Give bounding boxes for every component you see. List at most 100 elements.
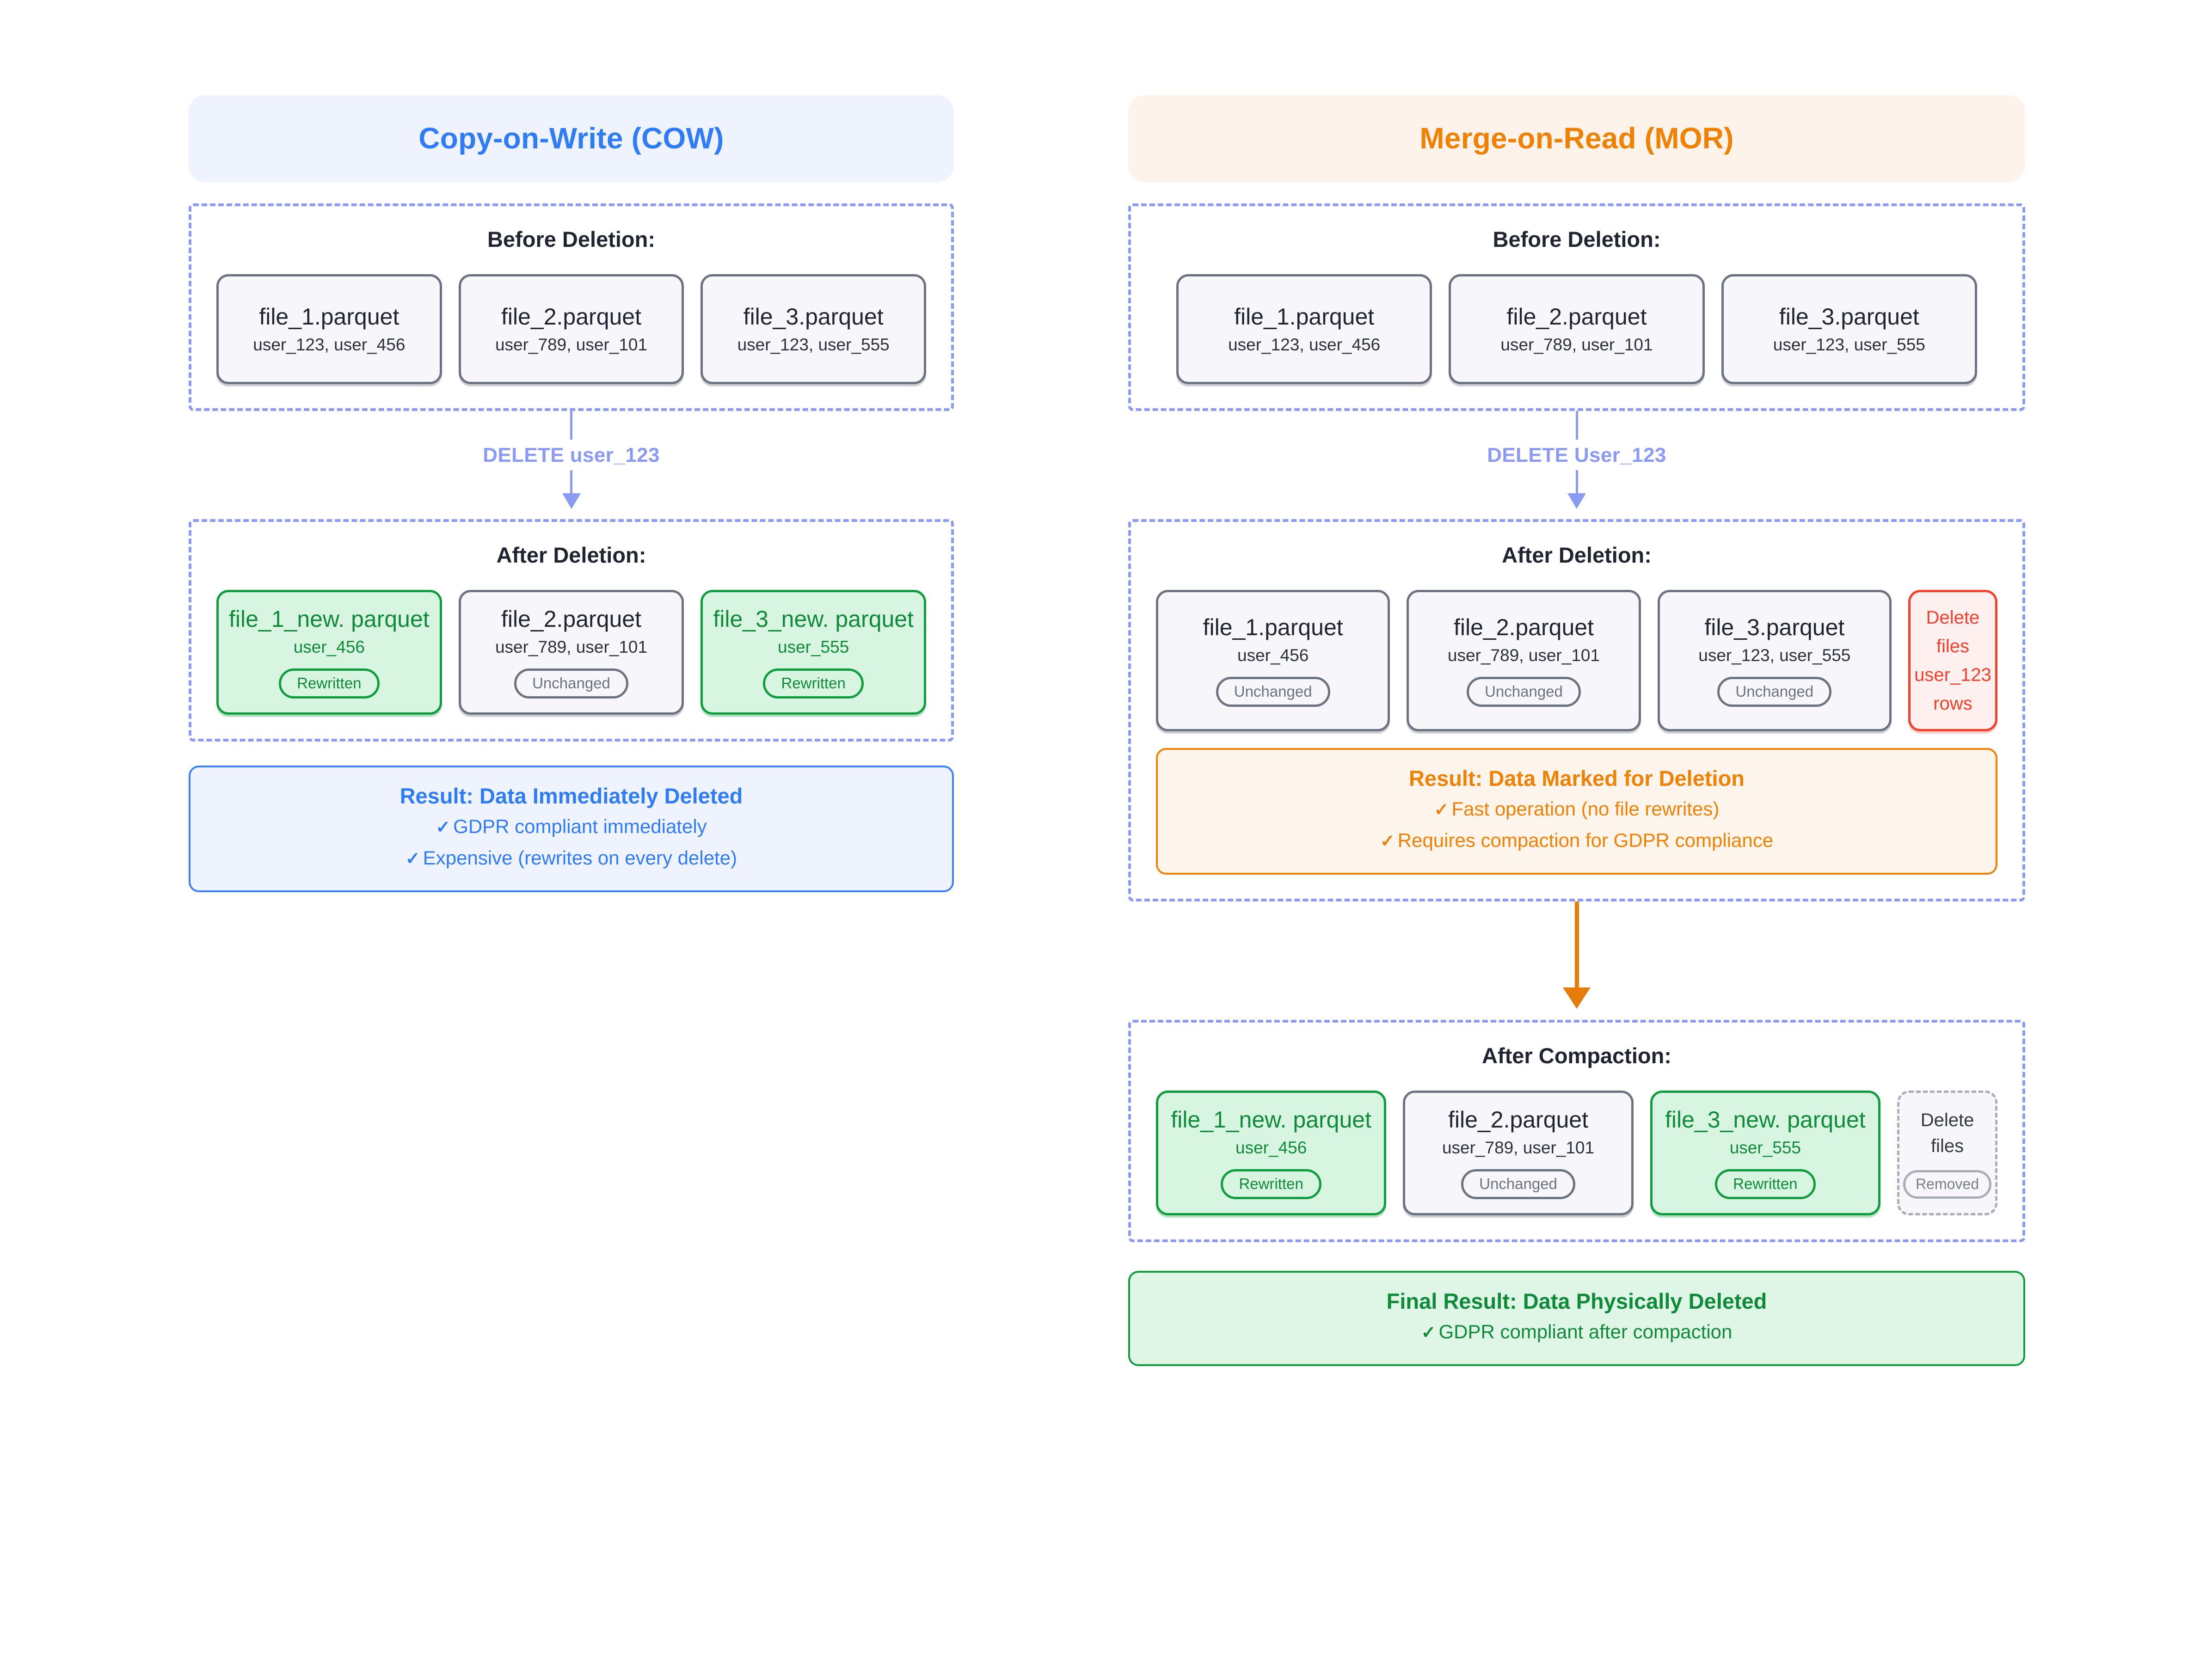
file-users: user_123, user_555	[1773, 335, 1925, 354]
mor-after-files-row: file_1.parquet user_456 Unchanged file_2…	[1156, 590, 1997, 731]
file-users: user_456	[293, 637, 365, 656]
file-card[interactable]: file_1.parquet user_123, user_456	[216, 274, 442, 384]
column-copy-on-write: Copy-on-Write (COW) Before Deletion: fil…	[189, 95, 954, 892]
check-icon: ✓	[1421, 1323, 1436, 1343]
mor-before-files-row: file_1.parquet user_123, user_456 file_2…	[1156, 274, 1997, 384]
status-badge: Rewritten	[1221, 1169, 1321, 1199]
file-card-unchanged[interactable]: file_2.parquet user_789, user_101 Unchan…	[1403, 1091, 1634, 1215]
mor-after-title: After Deletion:	[1502, 543, 1652, 567]
file-name: file_2.parquet	[501, 606, 642, 632]
file-card-unchanged[interactable]: file_2.parquet user_789, user_101 Unchan…	[1407, 590, 1641, 731]
delete-files-line-1: Delete	[1920, 1110, 1974, 1131]
file-name: file_1.parquet	[259, 303, 399, 330]
mor-final-result-title: Final Result: Data Physically Deleted	[1386, 1288, 1767, 1313]
delete-files-line-3: user_123	[1914, 665, 1991, 685]
mor-marked-result-line-text: Fast operation (no file rewrites)	[1451, 798, 1720, 820]
cow-result-line-text: GDPR compliant immediately	[453, 815, 707, 837]
file-users: user_789, user_101	[1500, 335, 1653, 354]
check-icon: ✓	[1380, 832, 1395, 852]
mor-final-result-line-text: GDPR compliant after compaction	[1438, 1321, 1733, 1343]
mor-column-title: Merge-on-Read (MOR)	[1128, 95, 2025, 182]
mor-marked-result-callout: Result: Data Marked for Deletion ✓Fast o…	[1156, 748, 1997, 875]
mor-final-result-line: ✓GDPR compliant after compaction	[1144, 1318, 2009, 1346]
check-icon: ✓	[1434, 800, 1449, 820]
file-users: user_456	[1235, 1138, 1307, 1158]
file-users: user_789, user_101	[495, 637, 648, 656]
file-card[interactable]: file_1.parquet user_123, user_456	[1176, 274, 1432, 384]
cow-result-line-text: Expensive (rewrites on every delete)	[423, 846, 737, 869]
file-users: user_789, user_101	[1442, 1138, 1595, 1158]
delete-files-line-2: files	[1930, 1136, 1964, 1157]
file-card[interactable]: file_3.parquet user_123, user_555	[1721, 274, 1977, 384]
file-name: file_2.parquet	[501, 303, 642, 330]
cow-result-title: Result: Data Immediately Deleted	[399, 783, 743, 808]
arrow-head-icon	[1563, 987, 1591, 1009]
file-users: user_456	[1237, 646, 1309, 665]
cow-after-title: After Deletion:	[496, 543, 646, 567]
status-badge: Rewritten	[1715, 1169, 1816, 1199]
cow-column-title: Copy-on-Write (COW)	[189, 95, 954, 182]
file-users: user_123, user_456	[1228, 335, 1381, 354]
mor-before-title: Before Deletion:	[1493, 227, 1661, 251]
file-card-unchanged[interactable]: file_1.parquet user_456 Unchanged	[1156, 590, 1390, 731]
delete-files-removed-card[interactable]: Delete files Removed	[1897, 1091, 1997, 1215]
file-name: file_1_new. parquet	[1171, 1107, 1371, 1133]
file-name: file_2.parquet	[1506, 303, 1647, 330]
check-icon: ✓	[405, 849, 420, 869]
arrow-stem-upper	[570, 411, 572, 440]
mor-marked-result-line-text: Requires compaction for GDPR compliance	[1397, 829, 1774, 852]
arrow-head-icon	[562, 493, 581, 509]
file-name: file_2.parquet	[1448, 1107, 1589, 1133]
delete-files-card[interactable]: Delete files user_123 rows	[1908, 590, 1997, 731]
file-name: file_3_new. parquet	[1665, 1107, 1866, 1133]
delete-files-line-4: rows	[1933, 693, 1972, 714]
column-merge-on-read: Merge-on-Read (MOR) Before Deletion: fil…	[1128, 95, 2025, 1367]
arrow-stem-lower	[570, 470, 572, 493]
arrow-stem-lower	[1575, 470, 1578, 493]
file-users: user_123, user_456	[253, 335, 406, 354]
file-name: file_1_new. parquet	[229, 606, 430, 632]
mor-delete-arrow-label: DELETE User_123	[1487, 444, 1666, 466]
cow-after-deletion-stage: After Deletion: file_1_new. parquet user…	[189, 519, 954, 742]
file-card-rewritten[interactable]: file_3_new. parquet user_555 Rewritten	[1650, 1091, 1881, 1215]
file-card[interactable]: file_3.parquet user_123, user_555	[700, 274, 927, 384]
file-card-rewritten[interactable]: file_3_new. parquet user_555 Rewritten	[700, 590, 927, 715]
file-name: file_3.parquet	[1779, 303, 1919, 330]
status-badge: Unchanged	[1461, 1169, 1575, 1199]
delete-files-line-2: files	[1936, 636, 1970, 656]
cow-delete-arrow: DELETE user_123	[189, 411, 954, 509]
file-users: user_123, user_555	[737, 335, 890, 354]
mor-final-result-callout: Final Result: Data Physically Deleted ✓G…	[1128, 1270, 2025, 1367]
cow-result-callout: Result: Data Immediately Deleted ✓GDPR c…	[189, 765, 954, 892]
mor-before-deletion-stage: Before Deletion: file_1.parquet user_123…	[1128, 203, 2025, 411]
cow-delete-arrow-label: DELETE user_123	[483, 444, 660, 466]
mor-marked-result-title: Result: Data Marked for Deletion	[1408, 766, 1745, 791]
file-users: user_789, user_101	[495, 335, 648, 354]
arrow-stem-upper	[1575, 411, 1578, 440]
cow-result-line: ✓GDPR compliant immediately	[204, 813, 938, 840]
file-users: user_555	[778, 637, 849, 656]
file-name: file_3_new. parquet	[713, 606, 914, 632]
file-card-unchanged[interactable]: file_2.parquet user_789, user_101 Unchan…	[458, 590, 684, 715]
file-card[interactable]: file_2.parquet user_789, user_101	[1449, 274, 1705, 384]
file-name: file_1.parquet	[1234, 303, 1375, 330]
status-badge: Rewritten	[279, 668, 380, 699]
file-card-rewritten[interactable]: file_1_new. parquet user_456 Rewritten	[1156, 1091, 1387, 1215]
delete-files-line-1: Delete	[1926, 607, 1980, 628]
file-name: file_3.parquet	[743, 303, 884, 330]
mor-delete-arrow: DELETE User_123	[1128, 411, 2025, 509]
file-card[interactable]: file_2.parquet user_789, user_101	[458, 274, 684, 384]
cow-before-files-row: file_1.parquet user_123, user_456 file_2…	[216, 274, 927, 384]
mor-marked-result-line: ✓Requires compaction for GDPR compliance	[1172, 827, 1982, 854]
check-icon: ✓	[436, 817, 451, 837]
mor-compaction-files-row: file_1_new. parquet user_456 Rewritten f…	[1156, 1091, 1997, 1215]
file-card-unchanged[interactable]: file_3.parquet user_123, user_555 Unchan…	[1657, 590, 1892, 731]
file-name: file_3.parquet	[1704, 614, 1845, 641]
arrow-stem	[1574, 901, 1579, 988]
status-badge: Unchanged	[1467, 676, 1581, 707]
file-name: file_2.parquet	[1453, 614, 1594, 641]
file-card-rewritten[interactable]: file_1_new. parquet user_456 Rewritten	[216, 590, 442, 715]
cow-after-files-row: file_1_new. parquet user_456 Rewritten f…	[216, 590, 927, 715]
cow-before-title: Before Deletion:	[487, 227, 655, 251]
